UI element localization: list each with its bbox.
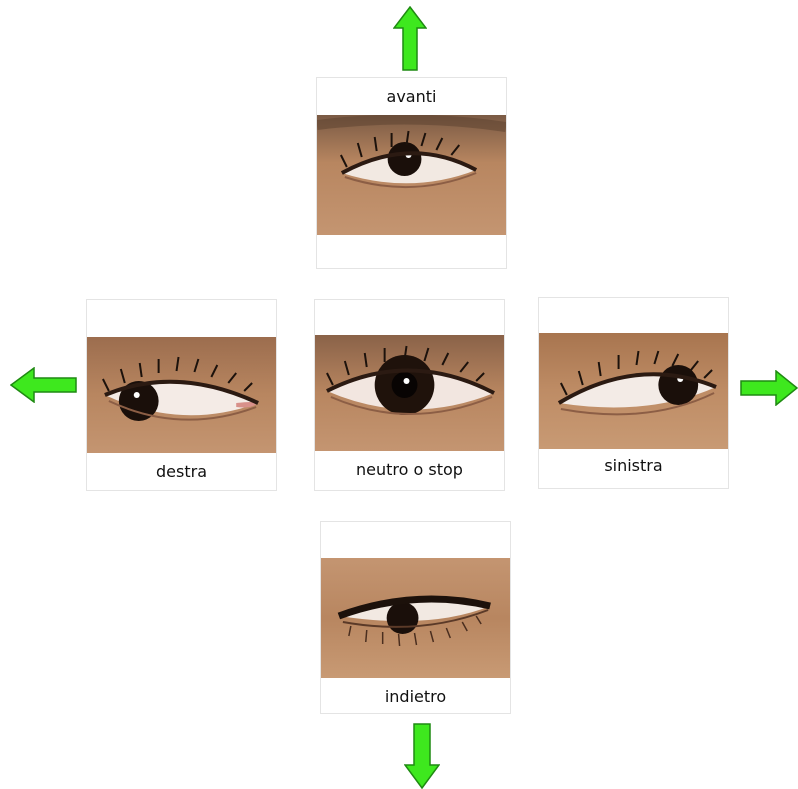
label-right: sinistra xyxy=(539,455,728,477)
eye-photo-right xyxy=(539,333,728,449)
label-down: indietro xyxy=(321,686,510,708)
eye-photo-up xyxy=(317,115,506,235)
eye-photo-left xyxy=(87,337,276,453)
eye-card-down: indietro xyxy=(320,521,511,714)
eye-card-right: sinistra xyxy=(538,297,729,489)
arrow-right-icon xyxy=(740,370,798,406)
label-center: neutro o stop xyxy=(315,459,504,481)
eye-card-up: avanti xyxy=(316,77,507,269)
arrow-up-icon xyxy=(393,6,427,72)
eye-photo-center xyxy=(315,335,504,451)
label-left: destra xyxy=(87,461,276,483)
arrow-left-icon xyxy=(10,367,78,403)
label-up: avanti xyxy=(317,86,506,108)
eye-card-center: neutro o stop xyxy=(314,299,505,491)
eye-photo-down xyxy=(321,558,510,678)
arrow-down-icon xyxy=(404,723,440,789)
eye-card-left: destra xyxy=(86,299,277,491)
